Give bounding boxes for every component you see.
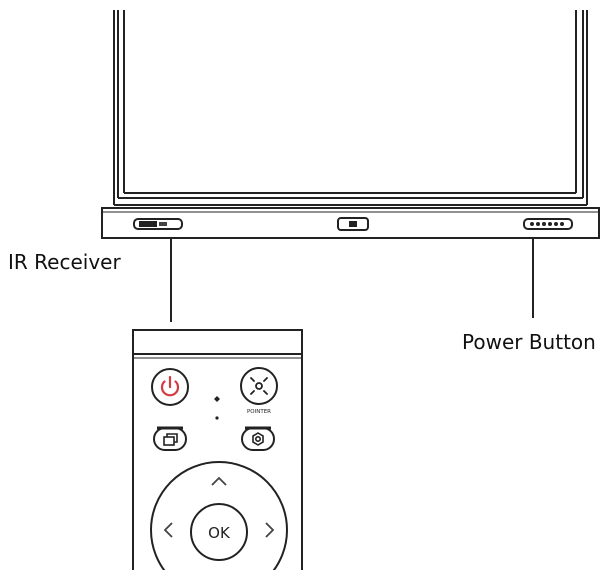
remote-dpad: OK — [150, 461, 288, 570]
settings-icon — [252, 432, 264, 446]
power-button-strip — [523, 218, 573, 230]
ok-label: OK — [208, 524, 231, 542]
arrow-left-icon[interactable] — [163, 522, 173, 538]
display-panel — [113, 10, 588, 206]
ir-receiver-window — [133, 218, 183, 230]
pointer-label: POINTER — [247, 409, 271, 415]
ir-receiver-label: IR Receiver — [8, 250, 121, 274]
pointer-icon — [250, 377, 268, 395]
remote-settings-button[interactable] — [241, 426, 275, 451]
arrow-up-icon[interactable] — [211, 476, 227, 486]
arrow-right-icon[interactable] — [265, 522, 275, 538]
remote-power-button[interactable] — [151, 368, 189, 406]
remote-window-button[interactable] — [153, 426, 187, 451]
power-button-label: Power Button — [462, 330, 596, 354]
remote-control: POINTER — [132, 329, 303, 570]
power-icon — [160, 375, 180, 397]
indicator-leds — [214, 396, 220, 420]
center-sensor — [337, 217, 369, 231]
bottom-bezel — [101, 207, 600, 239]
window-icon — [163, 433, 178, 446]
remote-pointer-button[interactable]: POINTER — [240, 367, 278, 415]
remote-ok-button[interactable]: OK — [190, 503, 248, 561]
